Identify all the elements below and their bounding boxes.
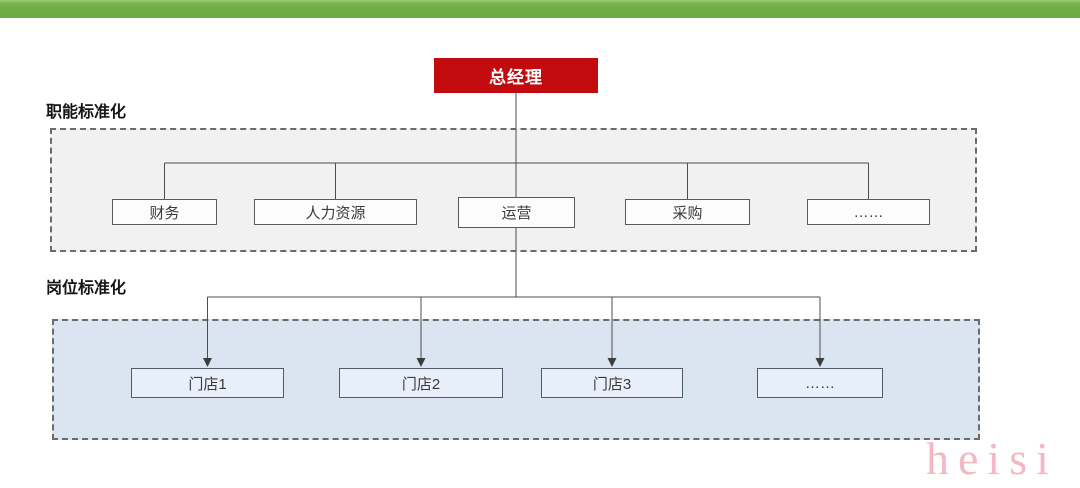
dept-box-operations: 运营 [458,197,575,228]
store-box-ellipsis: …… [757,368,883,398]
dept-box-finance: 财务 [112,199,217,225]
store-box-1: 门店1 [131,368,284,398]
store-box-2: 门店2 [339,368,503,398]
root-node-general-manager: 总经理 [434,58,598,93]
dept-box-ellipsis: …… [807,199,930,225]
functions-section-panel [50,128,977,252]
positions-section-title: 岗位标准化 [46,280,127,297]
top-accent-bar [0,0,1080,18]
dept-box-hr: 人力资源 [254,199,417,225]
functions-section-title: 职能标准化 [46,104,127,121]
watermark-text: heisi [926,433,1058,484]
store-box-3: 门店3 [541,368,683,398]
dept-box-procurement: 采购 [625,199,750,225]
